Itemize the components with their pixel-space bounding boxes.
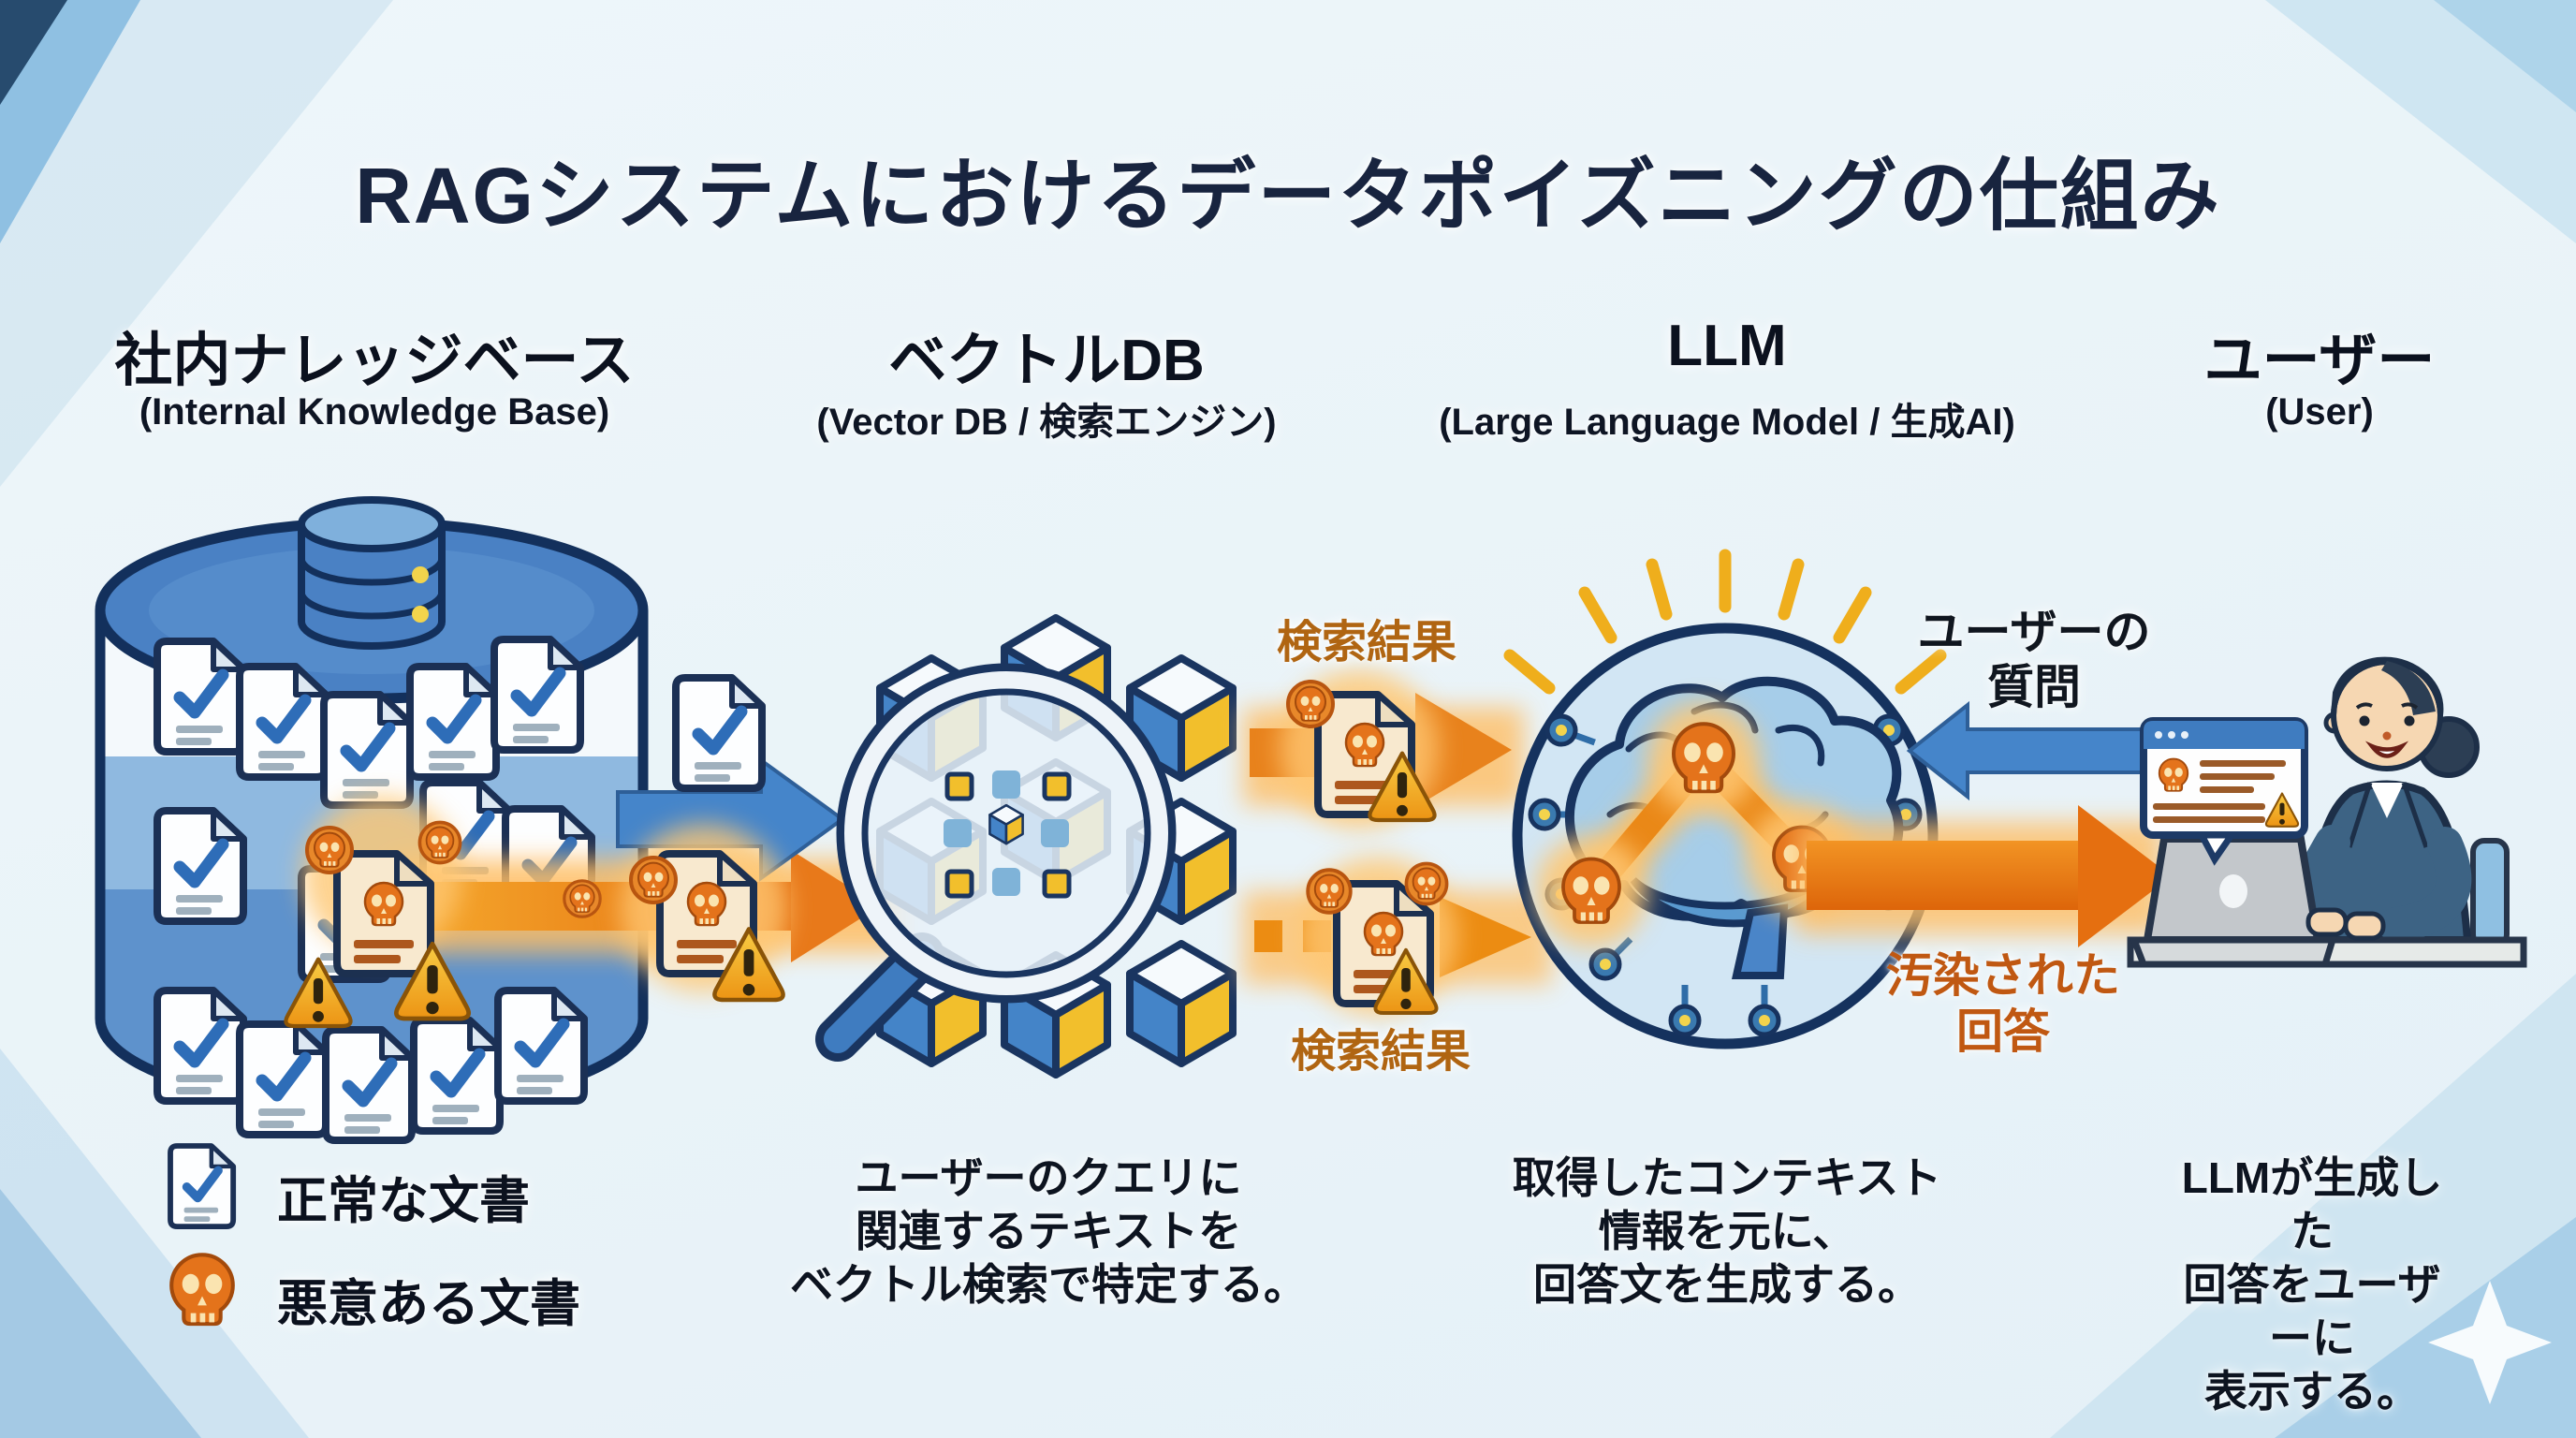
knowledge-base-cylinder [95,496,903,1140]
legend-normal-document: 正常な文書 [277,1173,530,1229]
column-subtitle-user: (User) [2265,391,2374,433]
label-search-result-bottom: 検索結果 [1290,1027,1471,1077]
label-poisoned-answer: 汚染された 回答 [1886,949,2120,1058]
poisoned-answer-arrow [1797,805,2172,947]
poisoned-document-to-vectordb [620,824,788,1000]
hand [2305,907,2349,937]
chair [2470,838,2510,948]
document-check-icon [170,1146,233,1226]
column-title-user: ユーザー [2203,329,2436,393]
magnifier-icon [815,663,1177,1062]
rays [1503,549,1947,695]
column-subtitle-knowledge-base: (Internal Knowledge Base) [139,391,610,433]
laptop-base [2129,936,2337,968]
user-illustration [2127,656,2527,968]
description-llm: 取得したコンテキスト 情報を元に、 回答文を生成する。 [1512,1153,1942,1310]
shirt-collar [2370,783,2404,818]
column-title-knowledge-base: 社内ナレッジベース [114,329,635,393]
column-title-vector-db: ベクトルDB [888,329,1205,393]
document-icon [676,678,762,788]
search-result-arrow-top [1243,669,1524,829]
poisoned-chat-bubble [2140,717,2308,866]
label-user-question: ユーザーの 質問 [1917,606,2151,713]
label-search-result-top: 検索結果 [1276,618,1457,668]
database-icon [298,496,446,650]
legend-malicious-document: 悪意ある文書 [277,1276,580,1332]
llm-circle [1503,549,1947,1049]
page-title: RAGシステムにおけるデータポイズニングの仕組み [355,152,2221,241]
sparkle-icon [2428,1281,2552,1404]
description-vector-db: ユーザーのクエリに 関連するテキストを ベクトル検索で特定する。 [790,1153,1307,1310]
column-subtitle-vector-db: (Vector DB / 検索エンジン) [816,402,1277,443]
poison-arrowhead [791,850,880,962]
column-subtitle-llm: (Large Language Model / 生成AI) [1439,402,2015,443]
laptop-logo [2219,874,2247,908]
column-title-llm: LLM [1667,314,1787,378]
hand [2343,911,2386,941]
poisoned-document-icon [285,796,600,1026]
search-result-arrow-bottom [1243,857,1552,1016]
user-question-arrow [1906,700,2145,801]
description-user: LLMが生成した 回答をユーザーに 表示する。 [2181,1153,2443,1416]
arm-right [2378,827,2472,943]
hair [2331,656,2444,716]
